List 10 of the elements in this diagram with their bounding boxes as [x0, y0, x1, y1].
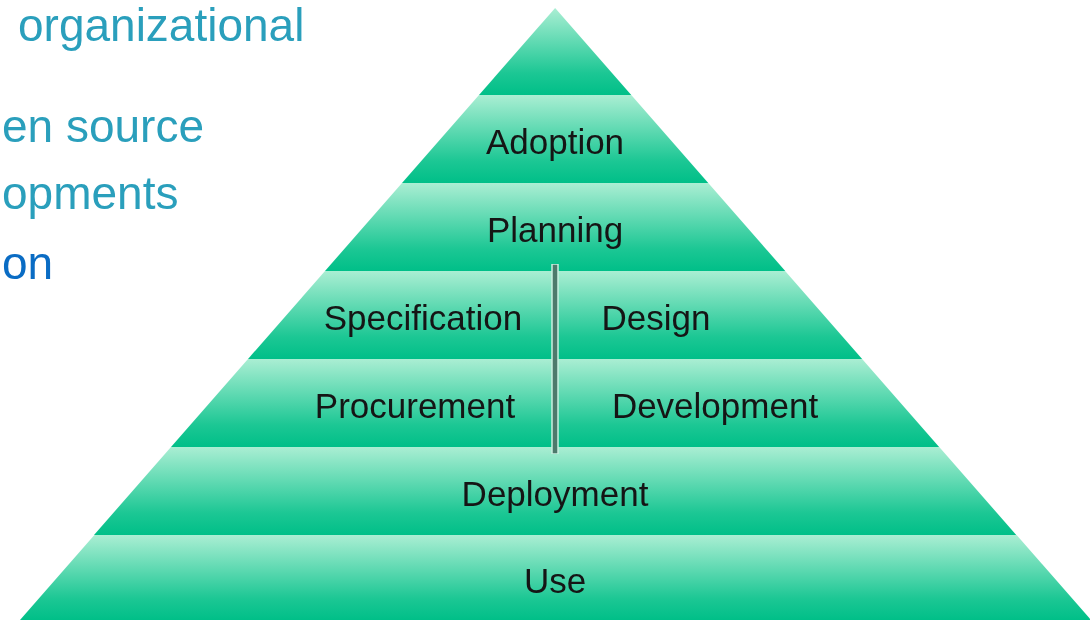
side-text: on — [2, 240, 54, 286]
tier-label: Specification — [323, 299, 523, 335]
tier-label: Procurement — [314, 387, 516, 423]
tier-label: Planning — [486, 211, 624, 247]
tier-label: Development — [611, 387, 819, 423]
tier-label: Use — [523, 562, 587, 597]
tier-label: Design — [601, 299, 711, 335]
tier-label: Deployment — [461, 475, 649, 511]
tier-label: Adoption — [485, 123, 625, 159]
side-text: en source — [2, 103, 204, 149]
